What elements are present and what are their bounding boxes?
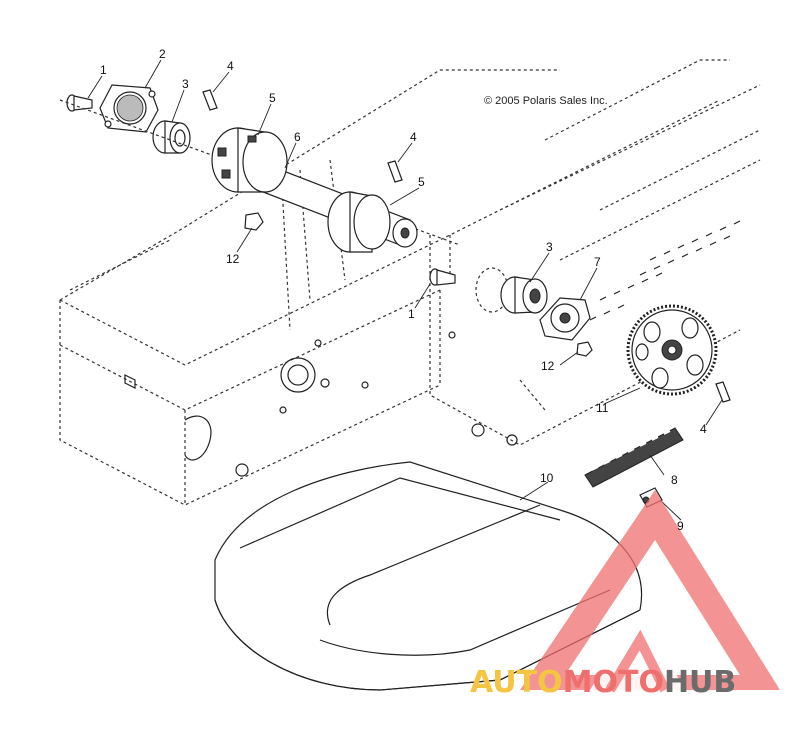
automotohub-watermark: [520, 490, 780, 693]
callout-6: 6: [294, 130, 301, 144]
copyright-notice: © 2005 Polaris Sales Inc.: [484, 95, 608, 107]
drive-belt: [214, 461, 643, 691]
callout-7: 7: [594, 255, 601, 269]
right-bearing-assembly: [429, 267, 593, 357]
callout-labels: 1 2 3 4 5 6 4 5 12 3 7 1 12 11 4 8 10 9: [100, 47, 707, 533]
callout-5-right: 5: [418, 175, 425, 189]
drive-chain: [584, 427, 684, 488]
callout-9: 9: [677, 519, 684, 533]
watermark-wordmark: AUTOMOTOHUB: [470, 665, 736, 700]
callout-3-upper: 3: [182, 77, 189, 91]
callout-3-right: 3: [546, 240, 553, 254]
callout-11: 11: [596, 401, 609, 415]
callout-12-lower: 12: [541, 359, 555, 373]
callout-1-upper: 1: [100, 63, 107, 77]
drive-sprocket-left: [211, 127, 288, 193]
callout-4-middle: 4: [410, 130, 417, 144]
roll-pin-middle: [387, 160, 403, 183]
callout-4-upper: 4: [227, 59, 234, 73]
callout-8: 8: [671, 473, 678, 487]
nut-lower: [576, 341, 593, 357]
bearing-flange-right: [539, 297, 591, 341]
frame-tunnel: [59, 59, 761, 506]
bearing-flange-left: [99, 84, 159, 133]
callout-4-right: 4: [700, 422, 707, 436]
bearing-left: [152, 120, 191, 154]
callout-10: 10: [540, 471, 554, 485]
bearing-right: [500, 276, 548, 314]
roll-pin-upper: [202, 89, 218, 111]
roll-pin-right: [715, 381, 731, 403]
drive-sprocket-right: [327, 191, 391, 253]
driveshaft-assembly: [59, 84, 461, 253]
callout-5-left: 5: [269, 91, 276, 105]
callout-12-upper: 12: [226, 252, 240, 266]
callout-1-lower: 1: [408, 307, 415, 321]
watermark-word-hub: HUB: [664, 665, 736, 700]
watermark-word-moto: MOTO: [563, 665, 664, 700]
rail-slots: [589, 220, 741, 321]
driven-sprocket: [626, 304, 718, 396]
watermark-triangle-logo: [520, 490, 780, 690]
callout-2: 2: [159, 47, 166, 61]
leader-lines: [87, 59, 723, 521]
nut-upper: [244, 212, 264, 231]
watermark-word-auto: AUTO: [470, 665, 563, 700]
